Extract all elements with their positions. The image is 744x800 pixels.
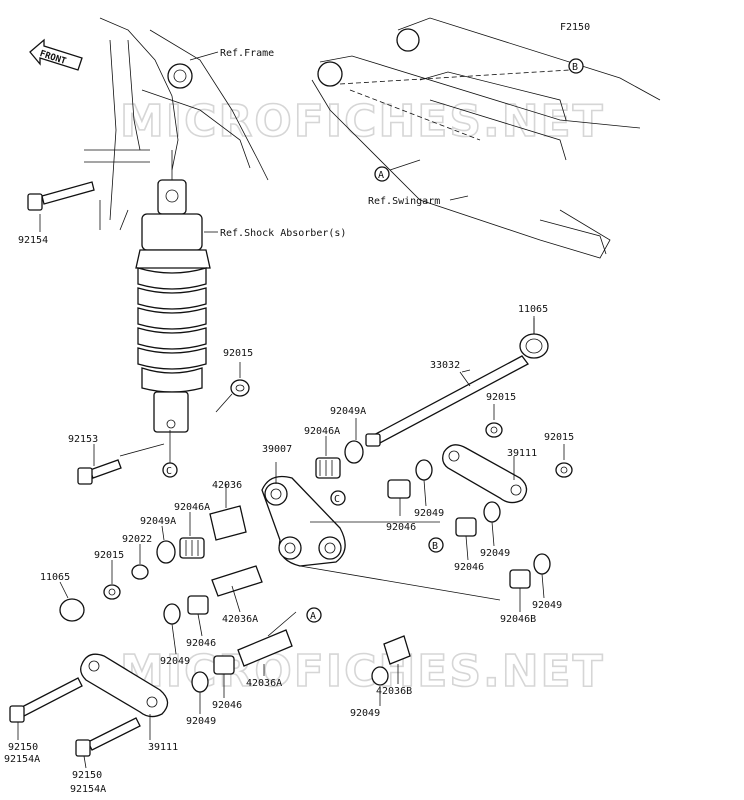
sleeve-42036-drawing [209, 505, 247, 541]
part-label: 11065 [40, 572, 70, 583]
part-label: 92046A [304, 426, 340, 437]
part-label: 92015 [544, 432, 574, 443]
leader-lines [17, 214, 565, 769]
bearing-92046b-drawing [509, 569, 531, 589]
rocker-arm-39007-drawing [261, 462, 346, 567]
svg-text:B: B [432, 541, 438, 552]
bolt-92153-drawing [77, 459, 122, 485]
nut-92015-left-drawing [103, 584, 121, 600]
svg-text:A: A [310, 611, 316, 622]
part-label: 92150 [72, 770, 102, 781]
part-label: 33032 [430, 360, 460, 371]
watermark-top: MICROFICHES.NET [120, 96, 605, 147]
swingarm-drawing [311, 17, 661, 259]
callout-c-link: C [330, 490, 346, 506]
link-plate-39111-upper-drawing [442, 444, 528, 504]
svg-text:A: A [378, 170, 384, 181]
part-label: 92046 [386, 522, 416, 533]
seal-92049a-left-drawing [156, 540, 176, 564]
front-arrow-icon: FRONT [29, 38, 83, 71]
callout-b-link: B [428, 537, 444, 553]
washer-92022-drawing [131, 564, 149, 580]
bearing-92046-lower-drawing [213, 655, 235, 675]
part-label: 92154A [4, 754, 40, 765]
part-label: 92015 [94, 550, 124, 561]
part-label: 42036 [212, 480, 242, 491]
callout-a-swingarm: A [374, 166, 390, 182]
callout-a-link: A [306, 607, 322, 623]
watermark-bottom: MICROFICHES.NET [120, 646, 605, 697]
seal-92049-bottom-drawing [371, 666, 389, 686]
callout-c-shock: C [162, 430, 178, 478]
ref-frame-label: Ref.Frame [220, 48, 274, 59]
bolt-92150-lower-drawing [75, 717, 141, 757]
seal-92049-lower-drawing [191, 671, 209, 693]
part-label: 92046A [174, 502, 210, 513]
part-label: 39111 [507, 448, 537, 459]
bolt-92154-drawing [27, 181, 95, 211]
seal-92049-upper-drawing [415, 459, 433, 481]
part-label: 92049A [140, 516, 176, 527]
bearing-92046a-upper-drawing [315, 457, 341, 479]
part-label: 92046 [454, 562, 484, 573]
part-label: 92150 [8, 742, 38, 753]
nut-92015-right-drawing [555, 462, 573, 478]
diagram-id: F2150 [560, 22, 590, 33]
callout-b-swingarm: B [568, 58, 584, 74]
ref-shock-label: Ref.Shock Absorber(s) [220, 228, 346, 239]
sleeve-42036b-drawing [383, 635, 411, 665]
part-label: 92049 [532, 600, 562, 611]
part-label: 92022 [122, 534, 152, 545]
part-label: 92049 [350, 708, 380, 719]
part-label: 92049 [414, 508, 444, 519]
part-label: 42036A [222, 614, 258, 625]
part-label: 92015 [486, 392, 516, 403]
seal-92049a-upper-drawing [344, 440, 364, 464]
part-label: 11065 [518, 304, 548, 315]
part-label: 42036B [376, 686, 412, 697]
part-label: 92049 [480, 548, 510, 559]
bearing-92046-mid-drawing [455, 517, 477, 537]
seal-92049-right-drawing [533, 553, 551, 575]
bearing-92046a-left-drawing [179, 537, 205, 559]
bearing-92046-upper-drawing [387, 479, 411, 499]
part-label: 42036A [246, 678, 282, 689]
part-label: 92154A [70, 784, 106, 795]
shock-absorber-drawing [135, 150, 218, 433]
bolt-92150-upper-drawing [9, 677, 83, 723]
part-label: 92015 [223, 348, 253, 359]
sleeve-42036a-drawing [211, 565, 263, 597]
svg-text:B: B [572, 62, 578, 73]
nut-92015-shock-drawing [230, 379, 250, 397]
part-label: 39007 [262, 444, 292, 455]
part-label: 92049 [160, 656, 190, 667]
bearing-92046-left-drawing [187, 595, 209, 615]
nut-92015-mid-drawing [485, 422, 503, 438]
part-label: 92046B [500, 614, 536, 625]
svg-text:C: C [334, 494, 340, 505]
part-label: 92154 [18, 235, 48, 246]
sleeve-42036a-lower-drawing [237, 629, 293, 667]
svg-text:C: C [166, 466, 172, 477]
link-plate-39111-lower-drawing [80, 653, 169, 718]
frame-drawing [84, 17, 269, 231]
cap-11065-left-drawing [59, 598, 85, 622]
part-label: 92049A [330, 406, 366, 417]
part-label: 92153 [68, 434, 98, 445]
seal-92049-left-drawing [163, 603, 181, 625]
seal-92049-mid-drawing [483, 501, 501, 523]
ref-swingarm-label: Ref.Swingarm [368, 196, 440, 207]
part-label: 39111 [148, 742, 178, 753]
part-label: 92049 [186, 716, 216, 727]
part-label: 92046 [186, 638, 216, 649]
axle-33032-drawing [365, 355, 529, 447]
part-label: 92046 [212, 700, 242, 711]
